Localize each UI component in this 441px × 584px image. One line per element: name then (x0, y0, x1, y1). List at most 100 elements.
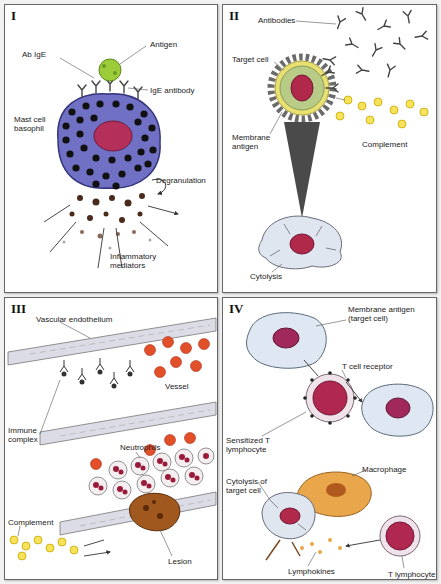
callout-label: Immune complex (8, 426, 48, 444)
degranulation-part (93, 199, 100, 206)
immune-complexes-part (98, 370, 103, 375)
macrophage-lysis-part (346, 540, 380, 546)
antibodies-part (346, 38, 360, 51)
immune-complexes-part (80, 380, 85, 385)
neutrophils-part-part (93, 482, 99, 488)
degranulation-part (98, 234, 103, 239)
macrophage-lysis-part (270, 500, 306, 530)
panel-number: II (229, 8, 239, 24)
target-cells-part (362, 384, 433, 436)
callout-label: Mast cell basophil (14, 115, 54, 133)
red-cells (91, 337, 210, 470)
neutrophils-part-part (163, 462, 168, 467)
callout-label: IgE antibody (150, 86, 194, 95)
t-lymphocyte-part (262, 412, 306, 436)
neutrophils-part-part (113, 481, 131, 499)
t-lymphocyte-part (313, 381, 347, 415)
immune-complexes-part (40, 380, 60, 434)
t-lymphocyte-part-part (310, 414, 314, 418)
neutrophils-part-part (185, 467, 203, 485)
callout-label: Cytolysis of target cell (226, 477, 284, 495)
macrophage-lysis-part (386, 522, 414, 550)
antibodies-part (369, 44, 382, 58)
neutrophils-part (89, 448, 214, 499)
mast-cell-part (76, 130, 83, 137)
ige-antigen (60, 46, 148, 99)
target-cells-part (247, 313, 327, 369)
mast-cell-part (92, 154, 99, 161)
immune-complexes-part-part (60, 360, 68, 372)
t-lymphocyte-part-part (328, 371, 332, 375)
lysis-arrow-part (284, 122, 320, 218)
complement-part (398, 120, 406, 128)
complement-part (406, 100, 414, 108)
degranulation-part (63, 241, 66, 244)
immune-complexes-part-part (78, 368, 86, 380)
neutrophils-part-part (131, 457, 149, 475)
target-cell-part (326, 84, 338, 92)
antibodies-part (394, 38, 408, 52)
target-cell-part (320, 66, 334, 79)
degranulation-part (109, 247, 112, 250)
target-cells-part (273, 328, 299, 348)
neutrophils-part-part (119, 470, 124, 475)
callout-label: T cell receptor (342, 362, 393, 371)
neutrophils-part-part (161, 469, 179, 487)
callout-label: Antigen (150, 40, 177, 49)
neutrophils-part-part (171, 478, 176, 483)
mast-cell-part (90, 114, 97, 121)
neutrophils-part-part (179, 454, 185, 460)
t-lymphocyte-part-part (353, 396, 357, 400)
complement-part (58, 538, 66, 546)
t-lymphocyte-part (303, 371, 357, 425)
neutrophils-part-part (195, 476, 200, 481)
macrophage-lysis-part (380, 516, 420, 556)
degranulation-part (132, 230, 136, 234)
mast-cell-part (58, 94, 160, 188)
mast-cell-part (66, 150, 73, 157)
callout-label: T lymphocyte (388, 570, 435, 579)
complement (336, 96, 428, 128)
complement-part (18, 552, 26, 560)
callout-label: Target cell (232, 55, 268, 64)
degranulation-part (80, 230, 84, 234)
immune-complexes-part (62, 372, 67, 377)
ige-antigen-part (99, 59, 121, 81)
t-lymphocyte-part-part (310, 378, 314, 382)
lysis-arrow (284, 122, 320, 218)
red-cells-part (155, 367, 166, 378)
callout-label: Degranulation (156, 176, 206, 185)
macrophage-lysis-part (280, 508, 300, 524)
neutrophils-part-part (147, 484, 152, 489)
lysed-cell-part (259, 216, 342, 269)
mast-cell-part (62, 122, 69, 129)
complement-part (366, 116, 374, 124)
degranulation-part (119, 217, 125, 223)
degranulation-part (139, 193, 145, 199)
callout-label: Vascular endothelium (36, 315, 112, 324)
mast-cell-part (144, 160, 151, 167)
macrophage-lysis-part (318, 550, 322, 554)
callout-label: Complement (362, 140, 407, 149)
mast-cell-part (62, 136, 69, 143)
callout-label: Membrane antigen (232, 133, 278, 151)
lesion-part (129, 493, 179, 530)
mast-cell-part (112, 100, 119, 107)
neutrophils-part-part (113, 466, 119, 472)
target-cell-part (291, 75, 313, 101)
t-lymphocyte-part-part (346, 378, 350, 382)
mast-cell-part (149, 146, 156, 153)
vessel-part (30, 325, 210, 354)
red-cells-part (191, 361, 202, 372)
neutrophils-part-part (198, 448, 214, 464)
degranulation-part (87, 215, 93, 221)
neutrophils-part (136, 452, 140, 458)
mast-cell-part (76, 116, 83, 123)
mast-cell-part (94, 121, 132, 151)
callout-label: Membrane antigen (target cell) (348, 305, 433, 323)
degranulation-part (109, 195, 115, 201)
lesion (129, 493, 179, 556)
complement-part (10, 536, 18, 544)
macrophage-lysis-part (338, 546, 342, 550)
mast-cell-part (92, 180, 99, 187)
